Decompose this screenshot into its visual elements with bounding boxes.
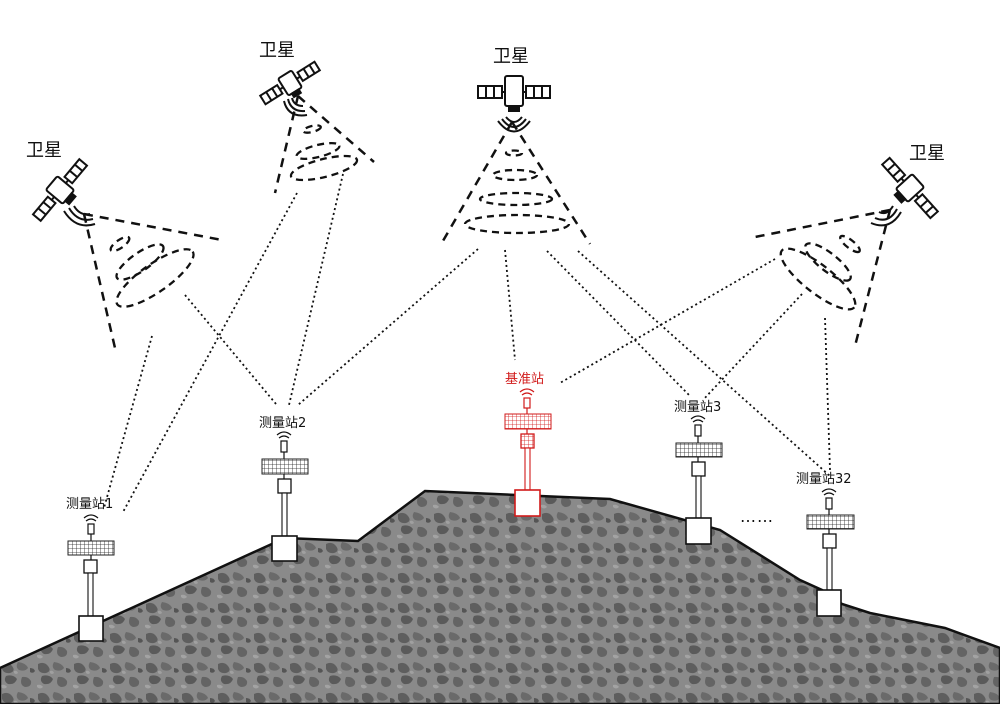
more-stations-ellipsis: …… (740, 507, 774, 526)
antenna-icon (821, 488, 837, 515)
signal-waves-upper-left (283, 97, 308, 117)
station-label-1: 测量站1 (66, 497, 113, 512)
solar-panel-icon (806, 514, 855, 530)
satellite-left (31, 157, 89, 223)
signal-lines (103, 173, 831, 513)
signal-waves-right (870, 205, 902, 227)
satellite-label-center: 卫星 (493, 46, 529, 67)
satellite-label-upper-left: 卫星 (259, 40, 295, 61)
antenna-icon (690, 415, 706, 443)
antenna-icon (83, 514, 99, 541)
reference-station-label: 基准站 (505, 372, 544, 387)
satellite-center (477, 75, 551, 112)
solar-panel-icon (504, 413, 552, 430)
station-base (514, 489, 541, 517)
satellite-icon (31, 157, 89, 223)
station-label-2: 测量站2 (259, 416, 306, 431)
station-pole (826, 547, 833, 591)
signal-waves-center (497, 116, 531, 133)
satellite-icon (880, 156, 940, 220)
satellite-upper-left (258, 60, 322, 106)
station-pole (524, 447, 531, 491)
station-pole (87, 572, 94, 617)
station-base (816, 589, 842, 617)
satellite-label-right: 卫星 (909, 143, 945, 164)
control-box (83, 559, 98, 574)
reference-station: 基准站 (504, 372, 552, 517)
station-base (271, 535, 298, 562)
station-base (78, 615, 104, 642)
solar-panel-icon (67, 540, 115, 556)
solar-panel-icon (261, 458, 309, 475)
signal-waves-left (63, 205, 96, 227)
satellite-label-left: 卫星 (26, 140, 62, 161)
control-box (691, 461, 706, 477)
antenna-icon (276, 431, 292, 459)
solar-panel-icon (675, 442, 723, 458)
satellite-icon (258, 60, 322, 106)
control-box (520, 433, 535, 449)
station-pole (695, 475, 702, 519)
satellite-right (880, 156, 940, 220)
satellite-icon (477, 75, 551, 112)
control-box (822, 533, 837, 549)
control-box (277, 478, 292, 494)
beam-rings (109, 124, 861, 311)
satellite-beams (82, 95, 892, 349)
station-label-32: 测量站32 (796, 472, 852, 487)
station-1: 测量站1 (66, 497, 115, 642)
station-32: 测量站32 (796, 472, 855, 617)
station-3: 测量站3 (674, 400, 723, 545)
antenna-icon (519, 388, 535, 414)
station-2: 测量站2 (259, 416, 309, 562)
station-base (685, 517, 712, 545)
station-label-3: 测量站3 (674, 400, 721, 415)
station-pole (281, 492, 288, 537)
